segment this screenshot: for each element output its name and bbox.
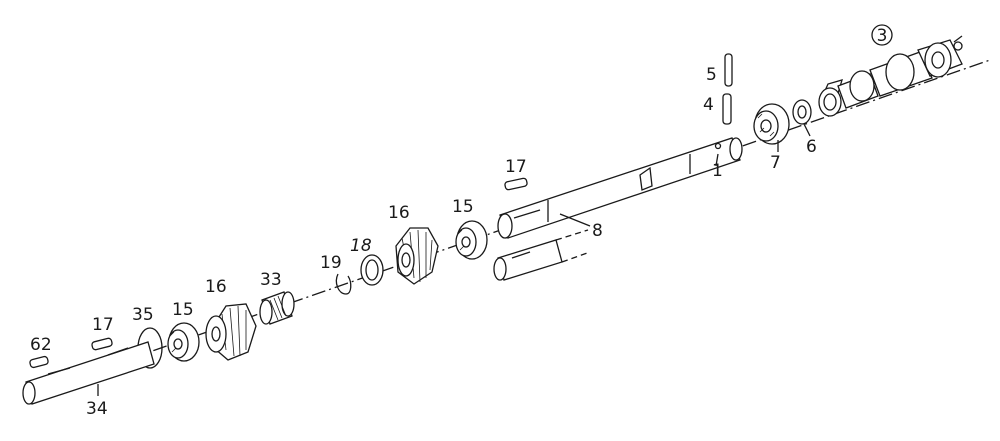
bearing-7 [753, 103, 790, 145]
callout-16-upper: 16 [388, 203, 410, 223]
callout-4: 4 [703, 95, 714, 115]
universal-joint [818, 35, 963, 117]
key-17-lower [91, 337, 113, 351]
callout-3: 3 [871, 24, 893, 46]
callout-1: 1 [712, 161, 723, 181]
callout-label: 3 [877, 26, 888, 46]
key-62 [29, 355, 49, 369]
ring-18 [360, 254, 384, 286]
callout-34: 34 [86, 399, 108, 419]
callout-17-lower: 17 [92, 315, 114, 335]
pin-5 [724, 53, 733, 87]
needle-bearing-33 [259, 291, 295, 325]
callout-62: 62 [30, 335, 52, 355]
callout-35: 35 [132, 305, 154, 325]
callout-15-lower: 15 [172, 300, 194, 320]
alternate-shaft-end [493, 229, 591, 281]
key-17-upper [504, 177, 528, 191]
main-shaft [497, 137, 743, 239]
bevel-gear-16-upper [395, 227, 439, 285]
callout-19: 19 [320, 253, 342, 273]
callout-18: 18 [350, 236, 372, 256]
callout-16-lower: 16 [205, 277, 227, 297]
bearing-15-upper [455, 220, 488, 260]
input-shaft-34 [22, 341, 155, 405]
callout-15-upper: 15 [452, 197, 474, 217]
washer-6 [792, 99, 812, 125]
callout-17-upper: 17 [505, 157, 527, 177]
circlip-19 [335, 273, 352, 295]
bearing-15-lower [167, 322, 200, 362]
callout-5: 5 [706, 65, 717, 85]
leader-lines [97, 123, 811, 396]
pin-4 [722, 93, 732, 125]
bevel-gear-16-lower [205, 303, 257, 361]
callout-7: 7 [770, 153, 781, 173]
callout-6: 6 [806, 137, 817, 157]
callout-8: 8 [592, 221, 603, 241]
callout-33: 33 [260, 270, 282, 290]
